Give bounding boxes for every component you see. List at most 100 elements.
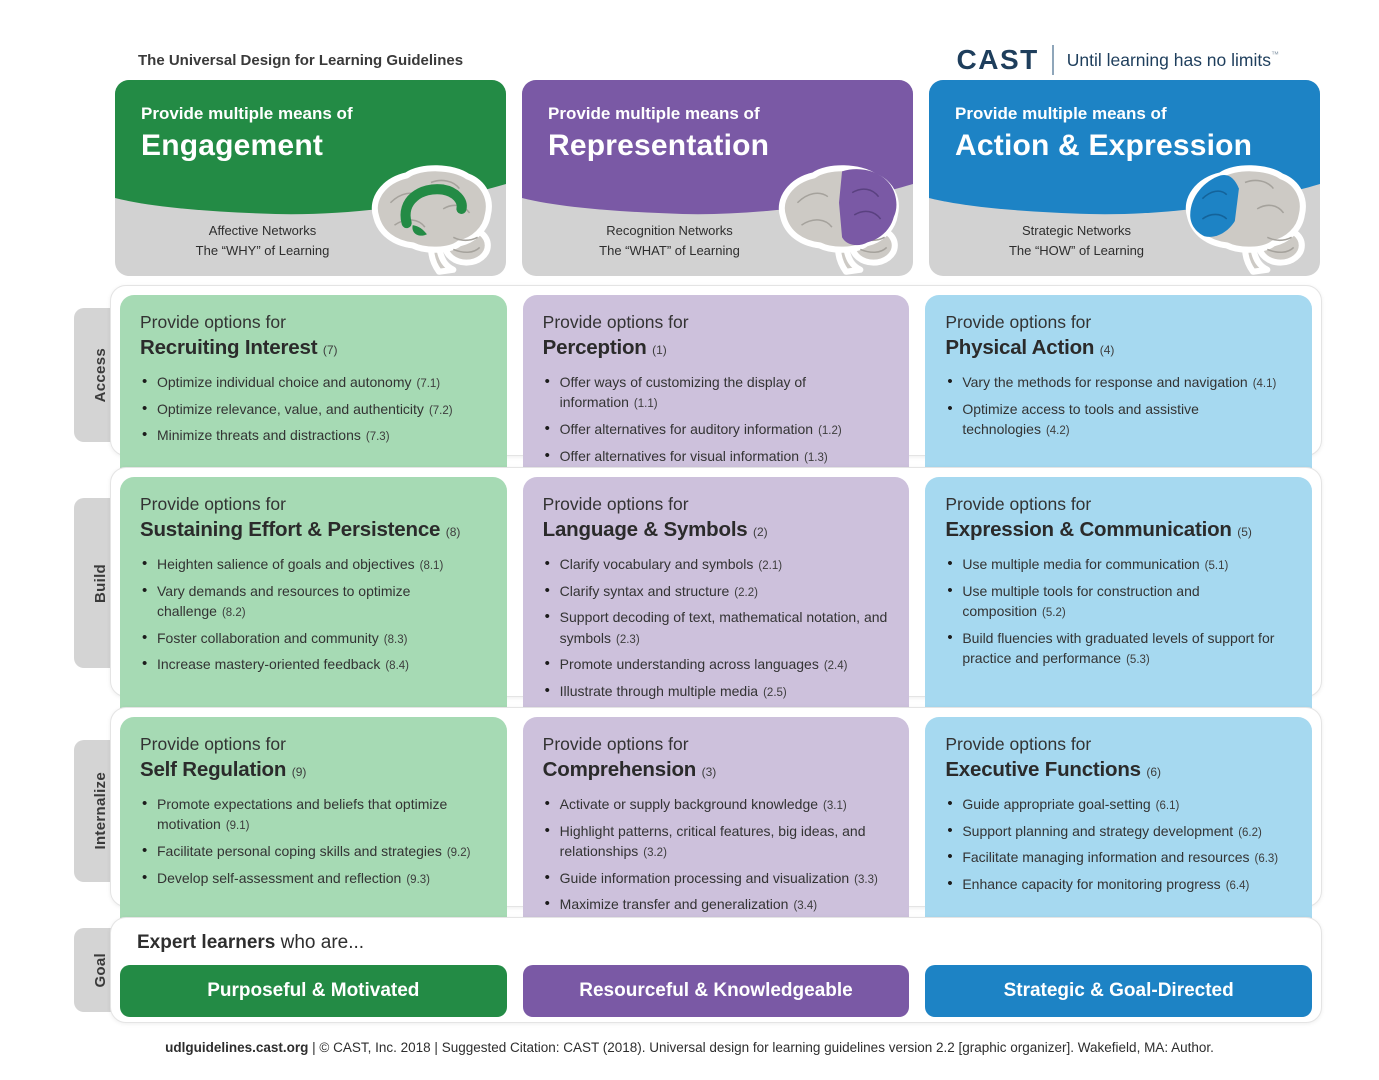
guideline-text: Clarify vocabulary and symbols — [559, 556, 754, 572]
row-tab-label: Build — [91, 563, 109, 603]
brand-tagline: Until learning has no limits — [1066, 49, 1271, 70]
guideline-number: (1.1) — [633, 398, 658, 411]
guideline-number: (3.1) — [823, 800, 847, 812]
header-engagement: Provide multiple means of Engagement Aff… — [115, 80, 506, 276]
guideline-item: Maximize transfer and generalization(3.4… — [543, 893, 890, 915]
guideline-number: (3.2) — [643, 846, 667, 859]
goal-banners: Purposeful & Motivated Resourceful & Kno… — [120, 965, 1312, 1017]
card-number: (8) — [445, 525, 461, 539]
action-header-text: Provide multiple means of Action & Expre… — [955, 104, 1252, 163]
guideline-item: Minimize threats and distractions (7.3) — [140, 424, 487, 446]
card-number: (6) — [1146, 765, 1162, 779]
card-title-text: Recruiting Interest — [140, 336, 318, 359]
guideline-item: Offer alternatives for auditory informat… — [543, 418, 890, 440]
guideline-text: Minimize threats and distractions — [157, 427, 361, 444]
guideline-text: Facilitate personal coping skills and st… — [157, 842, 442, 859]
guideline-number: (9.3) — [406, 873, 430, 886]
card-pre-label: Provide options for — [542, 734, 689, 754]
guideline-item: Build fluencies with graduated levels of… — [945, 627, 1292, 669]
guideline-item: Optimize relevance, value, and authentic… — [140, 398, 487, 420]
strategic-networks-caption: Strategic Networks The “HOW” of Learning — [965, 221, 1188, 260]
guideline-item: Facilitate managing information and reso… — [945, 846, 1292, 868]
guideline-item: Guide appropriate goal-setting(6.1) — [945, 793, 1292, 815]
guideline-list: Use multiple media for communication(5.1… — [945, 553, 1292, 669]
row-goal: Expert learners who are... Purposeful & … — [110, 917, 1322, 1023]
row-tab-label: Access — [91, 347, 109, 403]
guideline-number: (3.3) — [854, 873, 878, 886]
network-name: Affective Networks — [208, 223, 317, 238]
guideline-number: (1.3) — [804, 451, 828, 464]
network-name: Recognition Networks — [606, 223, 733, 238]
guideline-number: (5.1) — [1204, 560, 1229, 572]
guideline-text: Highlight patterns, critical features, b… — [559, 822, 866, 859]
card-title-text: Language & Symbols — [542, 518, 748, 541]
guideline-number: (4.1) — [1252, 378, 1277, 390]
representation-header-text: Provide multiple means of Representation — [548, 104, 769, 163]
guideline-item: Promote expectations and beliefs that op… — [140, 793, 487, 835]
guideline-list: Optimize individual choice and autonomy(… — [140, 371, 487, 446]
guideline-item: Use multiple media for communication(5.1… — [945, 553, 1292, 575]
header-pre-label: Provide multiple means of — [141, 104, 353, 123]
guideline-text: Facilitate managing information and reso… — [962, 849, 1250, 866]
card-title: Recruiting Interest (7) — [140, 336, 487, 360]
row-tab-label: Internalize — [91, 772, 109, 850]
guideline-list: Heighten salience of goals and objective… — [140, 553, 487, 675]
card-pre-label: Provide options for — [140, 312, 286, 332]
expert-learners-rest: who are... — [275, 932, 365, 953]
guideline-item: Increase mastery-oriented feedback(8.4) — [140, 653, 487, 675]
recognition-networks-caption: Recognition Networks The “WHAT” of Learn… — [558, 221, 781, 260]
card-pre-label: Provide options for — [945, 312, 1092, 332]
brand-tagline-wrap: Until learning has no limits™ — [1067, 50, 1279, 71]
guideline-list: Guide appropriate goal-setting(6.1) Supp… — [945, 793, 1292, 895]
guideline-item: Develop self-assessment and reflection (9… — [140, 867, 487, 889]
guideline-text: Activate or supply background knowledge — [559, 796, 819, 812]
guideline-text: Vary demands and resources to optimize c… — [157, 582, 411, 619]
guideline-number: (7.3) — [365, 431, 390, 444]
expert-learners-bold: Expert learners — [137, 932, 276, 953]
network-sub: The “WHAT” of Learning — [599, 242, 740, 258]
guideline-text: Offer alternatives for auditory informat… — [559, 420, 814, 437]
guideline-item: Use multiple tools for construction and … — [945, 580, 1292, 622]
guideline-item: Support planning and strategy developmen… — [945, 820, 1292, 842]
guideline-number: (2.5) — [763, 686, 787, 699]
card-physical-action: Provide options for Physical Action (4) … — [925, 295, 1312, 487]
card-number: (9) — [291, 765, 307, 779]
guideline-list: Clarify vocabulary and symbols(2.1) Clar… — [543, 553, 890, 702]
guideline-number: (4.2) — [1045, 424, 1070, 437]
expert-learners-heading: Expert learners who are... — [137, 932, 1312, 954]
network-name: Strategic Networks — [1021, 223, 1132, 238]
card-perception: Provide options for Perception (1) Offer… — [522, 295, 910, 487]
row-build: Provide options for Sustaining Effort & … — [110, 467, 1322, 722]
engagement-header-text: Provide multiple means of Engagement — [141, 104, 353, 163]
card-title: Perception (1) — [543, 336, 890, 360]
guideline-text: Guide information processing and visuali… — [559, 869, 850, 886]
header-representation: Provide multiple means of Representation… — [522, 80, 913, 276]
guideline-number: (6.3) — [1254, 853, 1279, 866]
header-title: Action & Expression — [955, 129, 1253, 162]
card-pre-label: Provide options for — [945, 494, 1092, 514]
guideline-number: (8.3) — [383, 633, 408, 646]
guideline-number: (6.1) — [1155, 800, 1180, 812]
card-number: (4) — [1099, 343, 1115, 357]
brand-divider — [1051, 45, 1054, 75]
guideline-text: Optimize relevance, value, and authentic… — [157, 400, 424, 417]
guideline-number: (6.4) — [1225, 880, 1250, 893]
card-title: Sustaining Effort & Persistence (8) — [140, 518, 487, 542]
guideline-list: Offer ways of customizing the display of… — [543, 371, 890, 466]
card-number: (3) — [701, 765, 717, 779]
card-title: Self Regulation (9) — [140, 758, 487, 782]
guideline-item: Clarify syntax and structure(2.2) — [543, 580, 890, 602]
card-title: Executive Functions (6) — [945, 758, 1292, 782]
affective-networks-caption: Affective Networks The “WHY” of Learning — [151, 221, 374, 260]
row-access: Provide options for Recruiting Interest … — [110, 285, 1322, 487]
goal-banner-resourceful-knowledgeable: Resourceful & Knowledgeable — [522, 965, 910, 1017]
column-headers: Provide multiple means of Engagement Aff… — [115, 80, 1320, 276]
guideline-number: (6.2) — [1238, 826, 1262, 839]
guideline-number: (8.1) — [419, 560, 444, 572]
card-number: (7) — [322, 343, 338, 357]
card-recruiting-interest: Provide options for Recruiting Interest … — [120, 295, 507, 487]
guideline-text: Develop self-assessment and reflection — [157, 869, 402, 886]
card-pre-label: Provide options for — [542, 494, 689, 514]
guideline-item: Activate or supply background knowledge (… — [543, 793, 890, 815]
guideline-list: Promote expectations and beliefs that op… — [140, 793, 487, 889]
